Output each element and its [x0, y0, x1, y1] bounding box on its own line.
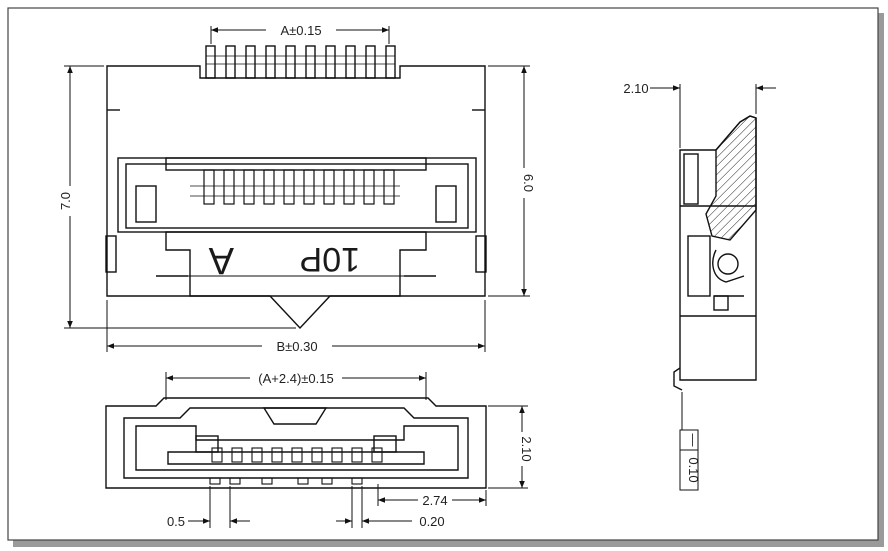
front-contacts	[209, 447, 383, 485]
dim-height-label: 2.10	[519, 436, 534, 461]
marking-letter: A	[208, 239, 234, 281]
contact-rows	[190, 169, 400, 205]
dim-height-left-label: 7.0	[58, 192, 73, 210]
side-view	[673, 115, 757, 391]
frame-border	[7, 7, 879, 541]
dim-thickness-label: 2.10	[623, 81, 648, 96]
marking-pins: 10P	[300, 240, 361, 278]
dim-span-label: (A+2.4)±0.15	[258, 371, 333, 386]
flatness-frame	[679, 429, 699, 491]
flatness-symbol: —	[686, 434, 701, 447]
dim-overall-width-label: B±0.30	[276, 339, 317, 354]
dim-offset-label: 2.74	[422, 493, 447, 508]
dim-pitch-label: 0.5	[167, 514, 185, 529]
dim-pitch-span-label: A±0.15	[280, 23, 321, 38]
dim-pin-width-label: 0.20	[419, 514, 444, 529]
flatness-value: 0.10	[686, 457, 701, 482]
front-view	[105, 397, 487, 489]
front-view-dimensions	[165, 372, 528, 528]
side-view-dimensions	[650, 84, 776, 491]
top-view	[105, 45, 487, 330]
dim-height-right-label: 6.0	[521, 174, 536, 192]
